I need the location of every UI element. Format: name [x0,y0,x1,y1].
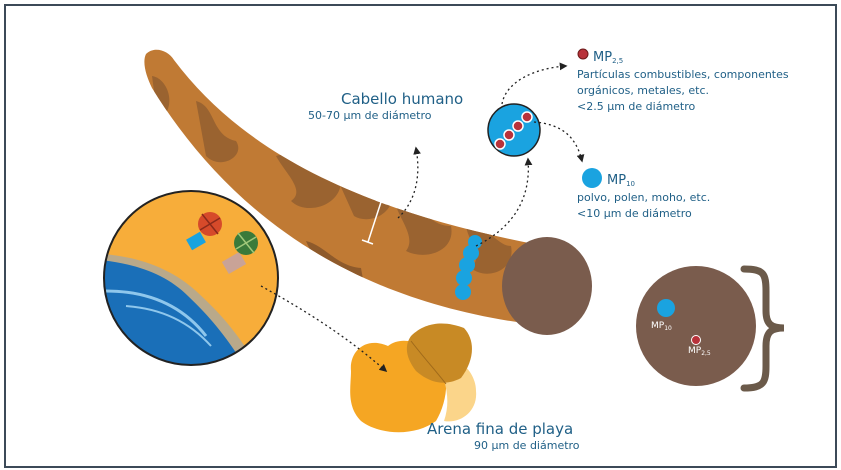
sand-grain [350,323,476,432]
cross-section-pm10-dot [657,299,675,317]
cross-section-pm25-prefix: MP [688,346,701,356]
hair-diameter-label: 50-70 µm de diámetro [308,108,432,124]
beach-illustration [101,191,286,371]
pm25-diameter-label: <2.5 µm de diámetro [577,99,695,115]
pm25-description-line1: Partículas combustibles, componentes [577,67,789,83]
pm10-description-line1: polvo, polen, moho, etc. [577,190,710,206]
cross-section-pm10-prefix: MP [651,321,664,331]
pm10-diameter-label: <10 µm de diámetro [577,206,692,222]
diagram-frame: Cabello humano 50-70 µm de diámetro MP2,… [4,4,837,468]
pm10-title: MP10 [607,169,635,188]
sand-title: Arena fina de playa [427,420,573,438]
pm25-sub: 2,5 [612,57,623,65]
cross-section-pm25-dot [692,336,701,345]
pm10-prefix: MP [607,173,626,188]
pm10-marker-icon [582,168,602,188]
pm25-prefix: MP [593,50,612,65]
umbrella-red-icon [198,212,222,236]
sand-diameter-label: 90 µm de diámetro [474,438,580,454]
cross-section-pm10-sub: 10 [664,325,672,332]
pm25-title: MP2,5 [593,46,623,65]
cross-section-pm10-label: MP10 [651,321,672,332]
umbrella-green-icon [234,231,258,255]
cross-section-pm25-sub: 2,5 [701,350,711,357]
pm10-sub: 10 [626,180,635,188]
pm25-marker-icon [578,49,588,59]
magnified-particles-circle [488,104,540,156]
hair-title: Cabello humano [341,90,463,108]
cross-section-pm25-label: MP2,5 [688,346,711,357]
pm25-description-line2: orgánicos, metales, etc. [577,83,709,99]
